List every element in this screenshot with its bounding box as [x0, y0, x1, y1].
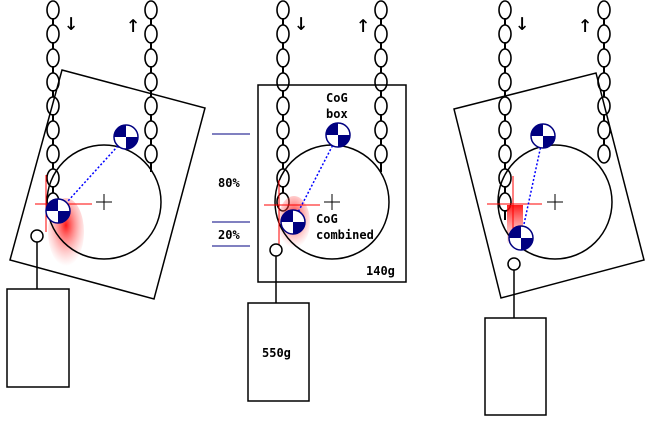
cog-box-label-line2: box	[326, 107, 348, 121]
chain-link	[498, 144, 512, 164]
red-crosshair	[487, 176, 542, 237]
down-arrow-icon: ↓	[64, 8, 78, 36]
pulley-wheel	[46, 144, 162, 260]
chain-link	[498, 96, 512, 116]
chain-link	[46, 96, 60, 116]
chain-link	[276, 24, 290, 44]
box-mass-label: 140g	[366, 264, 395, 278]
chain-link	[144, 48, 158, 68]
chain-link	[144, 120, 158, 140]
chain-link	[276, 120, 290, 140]
ratio-markers: 80% 20%	[212, 133, 250, 247]
chain-link	[498, 48, 512, 68]
chain-link	[374, 144, 388, 164]
chain-link	[597, 24, 611, 44]
down-arrow-icon: ↓	[515, 8, 529, 36]
chain-link	[46, 0, 60, 20]
chain-link	[144, 96, 158, 116]
chain-strand	[597, 0, 611, 164]
up-arrow-icon: ↑	[578, 10, 592, 38]
chain-strand	[276, 0, 290, 212]
chain-link	[276, 48, 290, 68]
upper-percent-label: 80%	[218, 176, 240, 190]
tilted-box	[453, 72, 645, 299]
chain-link	[374, 72, 388, 92]
center-cross	[96, 194, 112, 210]
chain-link	[144, 0, 158, 20]
chain-link	[597, 48, 611, 68]
right-panel: ↓ ↑	[453, 8, 645, 416]
hook-ring	[507, 257, 521, 271]
chain-link	[374, 120, 388, 140]
chain-strand	[498, 0, 512, 220]
chain-link	[276, 72, 290, 92]
chains	[46, 0, 611, 220]
chain-link	[498, 24, 512, 44]
up-arrow-icon: ↑	[356, 10, 370, 38]
chain-link	[144, 144, 158, 164]
cog-link-dotted	[520, 135, 544, 239]
pulley-wheel	[497, 144, 613, 260]
chain-link	[498, 72, 512, 92]
hanging-weight	[484, 317, 547, 416]
cog-box-marker-icon	[530, 123, 556, 149]
hanging-weight	[6, 288, 70, 388]
hook-ring	[30, 229, 44, 243]
left-panel: ↓ ↑	[6, 8, 206, 388]
chain-link	[597, 120, 611, 140]
chain-link	[46, 144, 60, 164]
cog-combined-marker-icon	[508, 225, 534, 251]
tilted-box	[9, 69, 206, 300]
chain-strand	[144, 0, 158, 172]
cog-box-label-line1: CoG	[326, 91, 348, 105]
chain-link	[46, 120, 60, 140]
level-box	[257, 84, 407, 283]
chain-strand	[374, 0, 388, 172]
cog-box-marker-icon	[325, 122, 351, 148]
hanging-weight	[247, 302, 310, 402]
chain-strand	[46, 0, 60, 212]
chain-link	[374, 48, 388, 68]
down-arrow-icon: ↓	[294, 8, 308, 36]
cog-box-marker-icon	[113, 124, 139, 150]
center-cross	[547, 194, 563, 210]
chain-link	[374, 96, 388, 116]
weight-mass-label: 550g	[262, 346, 291, 360]
chain-link	[276, 0, 290, 20]
center-cross	[324, 194, 340, 210]
chain-link	[374, 0, 388, 20]
lower-percent-label: 20%	[218, 228, 240, 242]
chain-link	[597, 0, 611, 20]
chain-link	[276, 144, 290, 164]
chain-link	[46, 24, 60, 44]
cog-combined-marker-icon	[45, 198, 71, 224]
cog-combined-marker-icon	[280, 209, 306, 235]
red-crosshair	[264, 180, 320, 245]
chain-link	[597, 144, 611, 164]
cog-link-dotted	[57, 136, 127, 213]
chain-link	[46, 48, 60, 68]
hook-ring	[269, 243, 283, 257]
chain-link	[498, 120, 512, 140]
cog-combined-label-line2: combined	[316, 228, 374, 242]
chain-link	[374, 24, 388, 44]
cog-combined-label-line1: CoG	[316, 212, 338, 226]
chain-link	[498, 0, 512, 20]
chain-link	[144, 24, 158, 44]
chain-link	[276, 96, 290, 116]
middle-panel: ↓ ↑ CoG box CoG combined 140g	[247, 8, 407, 402]
up-arrow-icon: ↑	[126, 10, 140, 38]
chain-link	[144, 72, 158, 92]
cog-link-dotted	[292, 134, 339, 223]
